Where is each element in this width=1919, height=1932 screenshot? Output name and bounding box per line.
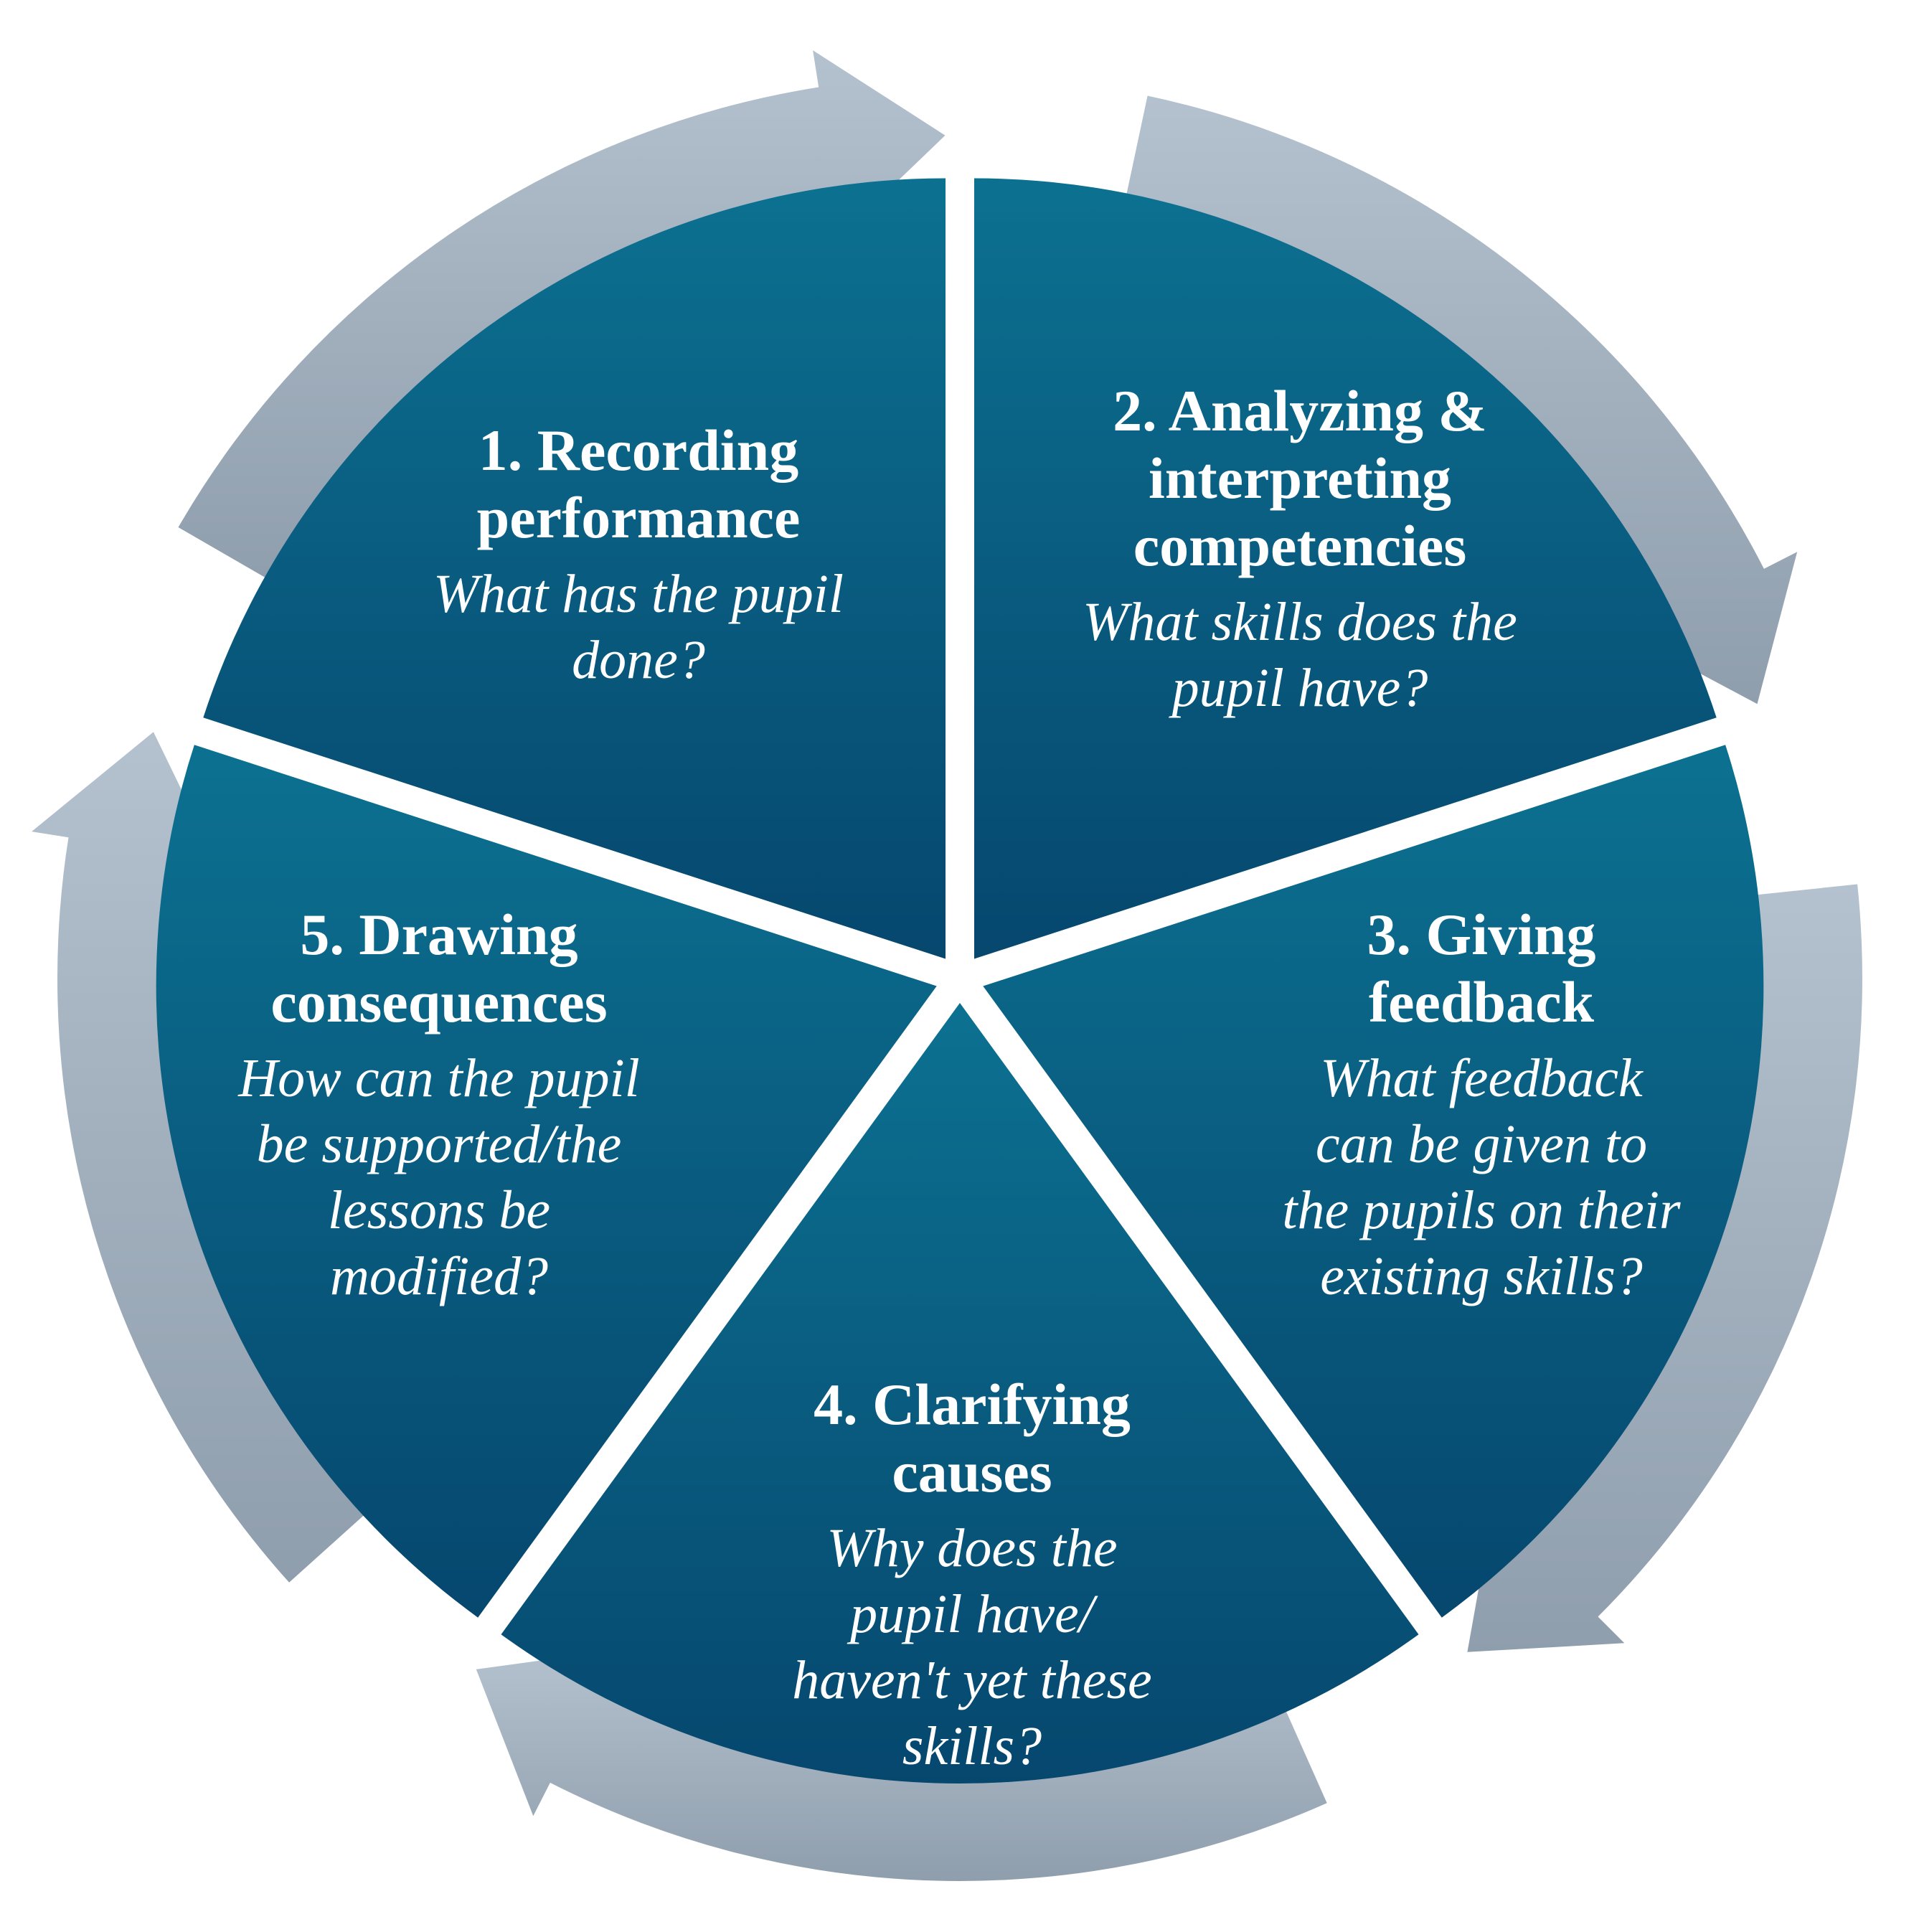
step-question-line: haven't yet these (792, 1650, 1152, 1710)
step-title-line: performance (477, 485, 801, 550)
step-question-line: What skills does the (1083, 592, 1517, 652)
step-question-line: can be given to (1316, 1114, 1647, 1174)
step-title-line: 4. Clarifying (814, 1372, 1131, 1437)
step-question-line: lessons be (328, 1180, 550, 1240)
step-question-line: What has the pupil (433, 564, 844, 624)
cycle-arrow-3 (1467, 884, 1862, 1652)
step-question-line: existing skills? (1320, 1246, 1643, 1306)
cycle-arrow-5 (32, 732, 377, 1583)
step-title-line: 1. Recording (478, 418, 798, 483)
step-question-line: the pupils on their (1282, 1180, 1681, 1240)
step-title-line: consequences (270, 969, 607, 1035)
step-title-line: competencies (1133, 513, 1467, 578)
cycle-segments (156, 178, 1764, 1783)
step-question-line: pupil have? (1169, 658, 1428, 718)
step-title-line: 3. Giving (1367, 902, 1596, 967)
segment-clarifying-causes (501, 1003, 1419, 1783)
step-title-line: interpreting (1149, 446, 1451, 511)
step-question-line: Why does the (826, 1518, 1117, 1578)
step-question-line: How can the pupil (237, 1048, 639, 1108)
step-question-line: modified? (330, 1246, 548, 1306)
step-analyzing-interpreting: 2. Analyzing &interpretingcompetenciesWh… (1083, 378, 1517, 718)
step-title-line: 5. Drawing (300, 902, 577, 967)
step-question-line: be supported/the (257, 1114, 622, 1174)
segment-recording-performance (203, 178, 946, 959)
step-question-line: What feedback (1320, 1048, 1644, 1108)
step-title-line: feedback (1369, 969, 1595, 1035)
step-question-line: done? (572, 630, 705, 690)
step-question-line: pupil have/ (847, 1584, 1098, 1644)
step-title-line: 2. Analyzing & (1113, 378, 1487, 443)
step-question-line: skills? (902, 1716, 1042, 1776)
segment-analyzing-interpreting (974, 178, 1717, 959)
segment-giving-feedback (983, 745, 1764, 1618)
segment-drawing-consequences (156, 745, 937, 1618)
step-title-line: causes (892, 1439, 1052, 1504)
